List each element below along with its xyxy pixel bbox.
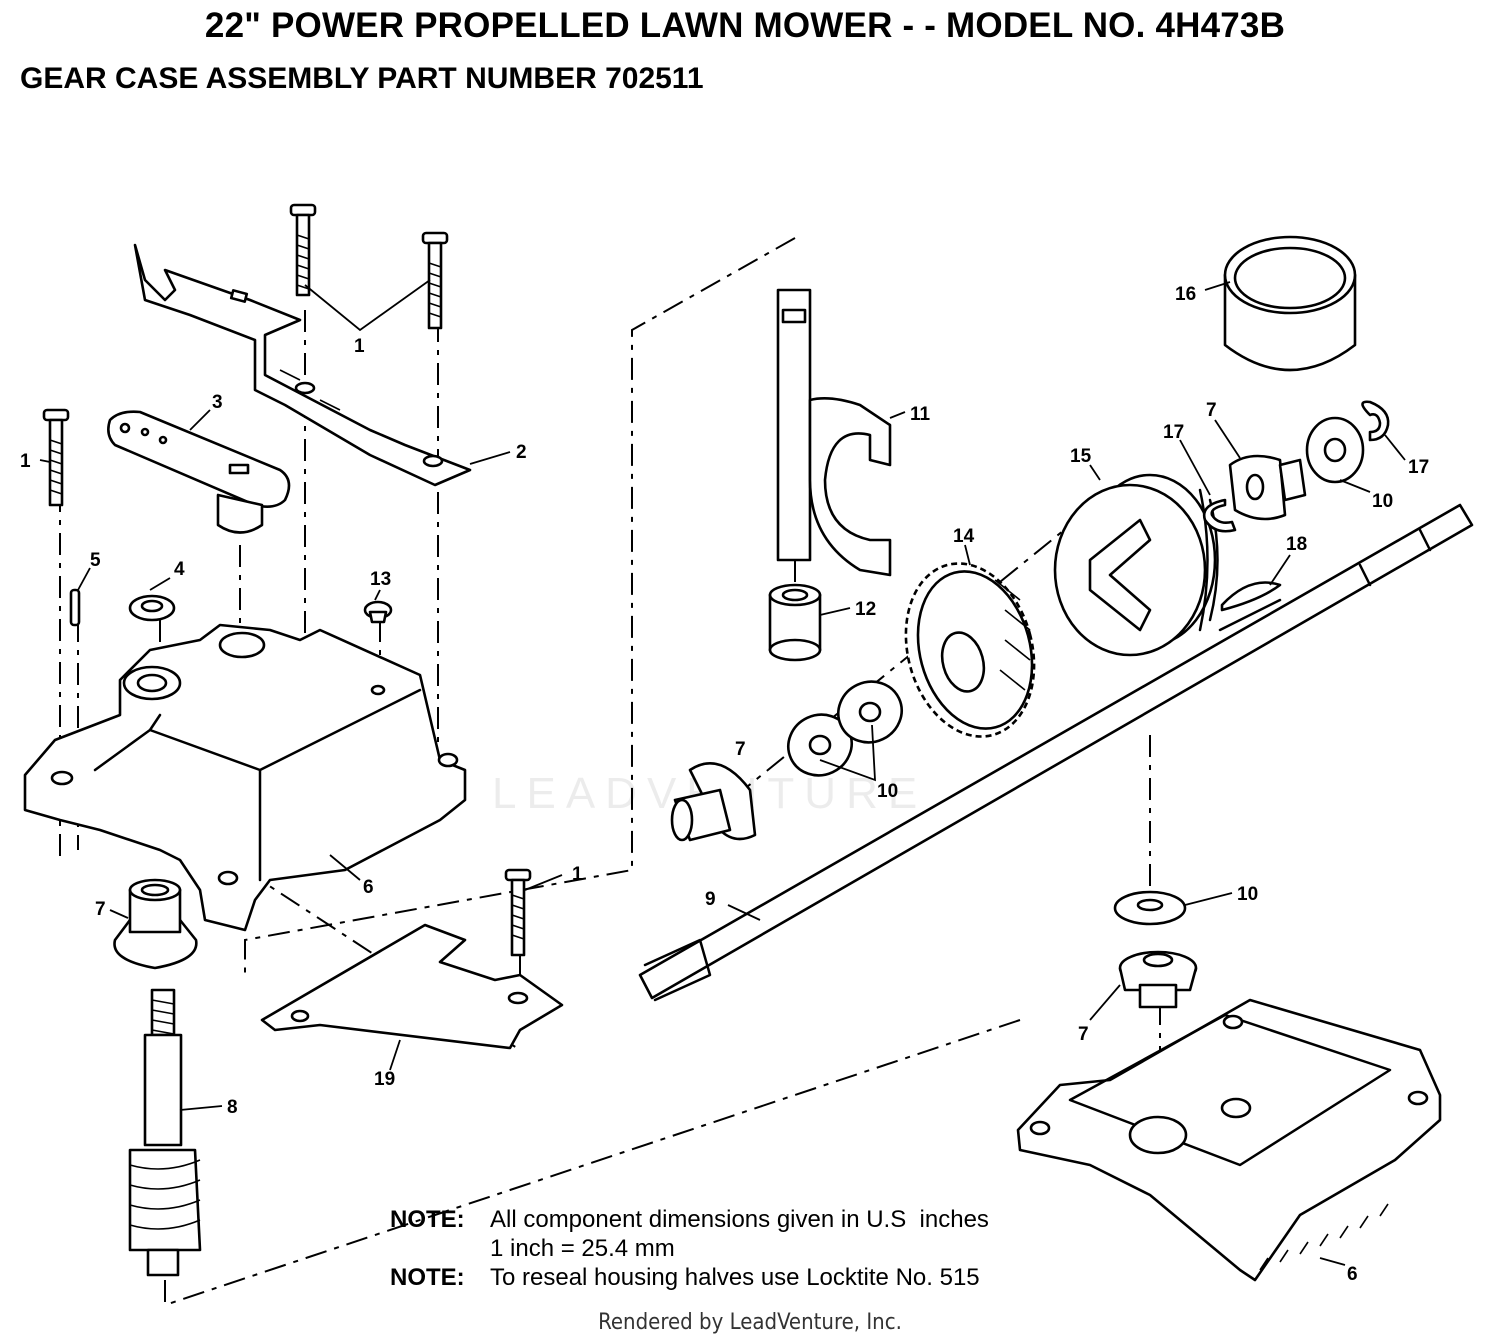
- part-19-plate: [260, 923, 564, 1050]
- callout-3: 3: [212, 392, 223, 413]
- callout-5: 5: [90, 550, 101, 571]
- part-1-bolts: [42, 203, 532, 957]
- callout-18: 18: [1286, 534, 1307, 555]
- callout-11: 11: [910, 404, 931, 425]
- page-subtitle: GEAR CASE ASSEMBLY PART NUMBER 702511: [20, 62, 704, 95]
- note-conversion: 1 inch = 25.4 mm: [490, 1235, 675, 1262]
- callout-6: 6: [363, 877, 374, 898]
- part-18-key: [1220, 581, 1282, 612]
- note-label: NOTE:: [390, 1264, 465, 1291]
- part-7-bearing-left: [113, 878, 198, 970]
- part-17-retaining-rings: [1202, 400, 1390, 533]
- note-text: To reseal housing halves use Locktite No…: [490, 1264, 980, 1291]
- part-15-clutch: [1053, 473, 1219, 657]
- callout-14: 14: [953, 526, 975, 547]
- callout-8: 8: [227, 1097, 238, 1118]
- part-4-washer: [128, 594, 176, 622]
- part-6-lower-housing: [1016, 998, 1442, 1282]
- callout-16: 16: [1175, 284, 1196, 305]
- callout-7: 7: [1078, 1024, 1089, 1045]
- callout-17: 17: [1163, 422, 1184, 443]
- callout-7: 7: [95, 899, 106, 920]
- callout-10: 10: [1237, 884, 1258, 905]
- note-label: NOTE:: [390, 1206, 465, 1233]
- callout-17: 17: [1408, 457, 1429, 478]
- part-14-gear: [904, 562, 1036, 738]
- note-reseal: NOTE: To reseal housing halves use Lockt…: [390, 1263, 989, 1292]
- part-10-washers: [787, 416, 1365, 926]
- callout-12: 12: [855, 599, 876, 620]
- note-text: All component dimensions given in U.S in…: [490, 1206, 989, 1233]
- callout-9: 9: [705, 889, 716, 910]
- footer-credit: Rendered by LeadVenture, Inc.: [598, 1310, 902, 1335]
- page-title: 22" POWER PROPELLED LAWN MOWER - - MODEL…: [204, 6, 1286, 45]
- part-7-bearing-lower: [1118, 950, 1198, 1009]
- callout-leaders: [39, 279, 1406, 1266]
- callout-numbers: 1 1 1 2 3 4 5 6 6 7 7 7 7 8 9 10 10 10 1…: [20, 284, 1429, 1285]
- part-11-shift-fork: [776, 288, 892, 577]
- callout-7: 7: [1206, 400, 1217, 421]
- callout-2: 2: [516, 442, 527, 463]
- note-dimensions: NOTE: All component dimensions given in …: [390, 1205, 989, 1234]
- part-5-pin: [69, 588, 81, 627]
- part-13-plug: [363, 600, 393, 624]
- part-16-cap: [1223, 235, 1357, 372]
- part-3-lever: [107, 410, 291, 534]
- notes-block: NOTE: All component dimensions given in …: [390, 1205, 989, 1292]
- callout-1: 1: [20, 451, 31, 472]
- part-7-bearing-right: [1228, 454, 1307, 521]
- callout-1: 1: [354, 336, 365, 357]
- callout-19: 19: [374, 1069, 395, 1090]
- callout-4: 4: [174, 559, 185, 580]
- callout-10: 10: [877, 781, 898, 802]
- part-12-collar: [768, 583, 822, 662]
- callout-15: 15: [1070, 446, 1092, 467]
- callout-13: 13: [370, 569, 391, 590]
- callout-10: 10: [1372, 491, 1393, 512]
- part-2-bracket: [133, 243, 472, 487]
- part-9-axle-shaft: [638, 503, 1474, 1002]
- part-7-bearing-center: [670, 762, 757, 842]
- callout-6: 6: [1347, 1264, 1358, 1285]
- part-8-worm-shaft: [128, 988, 202, 1277]
- part-6-upper-housing: [23, 623, 467, 932]
- callout-7: 7: [735, 739, 746, 760]
- callout-1: 1: [572, 864, 583, 885]
